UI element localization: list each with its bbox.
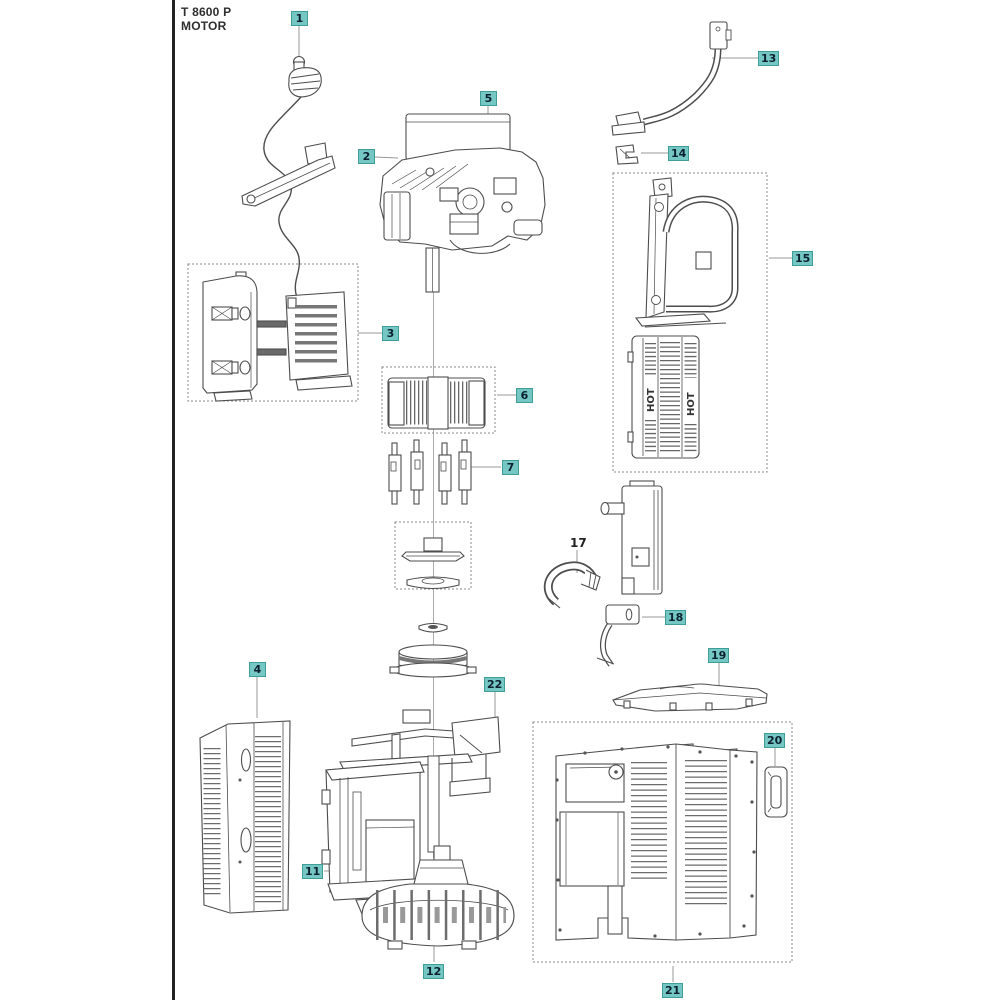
group-box-3 — [187, 263, 359, 402]
part-15-heat-shield: HOT HOT — [627, 335, 700, 459]
part-1-throttle-control — [263, 55, 322, 303]
canister — [600, 480, 663, 595]
group-box-21 — [532, 721, 793, 963]
standoff-rod — [458, 439, 472, 505]
callout-20[interactable]: 20 — [764, 733, 786, 748]
part-17-elbow-hose — [543, 561, 601, 609]
callout-17: 17 — [570, 536, 587, 550]
callout-13[interactable]: 13 — [758, 51, 780, 66]
callout-18[interactable]: 18 — [665, 610, 687, 625]
standoff-rod — [388, 442, 402, 505]
callout-5[interactable]: 5 — [480, 91, 497, 106]
group-boxes — [187, 172, 793, 963]
washer-and-drum — [389, 622, 477, 678]
diagram-title-section: MOTOR — [181, 19, 227, 33]
part-7-standoffs — [388, 439, 472, 505]
part-13-bent-rod — [611, 21, 732, 136]
muffler-bolt-fitting-top — [211, 306, 251, 321]
part-19-tray — [612, 683, 768, 712]
callout-3[interactable]: 3 — [382, 326, 399, 341]
pulley-hub-parts — [401, 537, 465, 590]
part-12-blower-fan — [361, 845, 515, 950]
callout-6[interactable]: 6 — [516, 388, 533, 403]
diagram-title-model: T 8600 P — [181, 5, 232, 19]
standoff-rod — [438, 442, 452, 505]
group-box-6 — [381, 366, 496, 434]
page-edge-line — [172, 0, 175, 1000]
panel-screws — [555, 745, 756, 938]
group-box-15 — [612, 172, 768, 473]
part-4-louvered-panel — [199, 720, 291, 914]
part-5-engine — [379, 113, 546, 293]
part-15-bracket-frame — [634, 177, 739, 328]
part-6-finned-cylinder — [387, 376, 486, 430]
fan-shaft — [427, 755, 440, 853]
callout-12[interactable]: 12 — [423, 964, 445, 979]
part-14-clip — [615, 144, 639, 165]
callout-2[interactable]: 2 — [358, 149, 375, 164]
callout-4[interactable]: 4 — [249, 662, 266, 677]
muffler-bolt-fitting-bottom — [211, 360, 251, 375]
part-3-muffler — [202, 271, 353, 402]
callout-1[interactable]: 1 — [291, 11, 308, 26]
part-20-handle — [764, 766, 788, 818]
hot-warning-text: HOT — [686, 392, 697, 416]
hot-warning-text: HOT — [646, 388, 657, 412]
callout-22[interactable]: 22 — [484, 677, 506, 692]
callout-11[interactable]: 11 — [302, 864, 324, 879]
callout-7[interactable]: 7 — [502, 460, 519, 475]
part-2-bracket-plate — [241, 142, 336, 207]
part-18-strap-bracket — [596, 604, 640, 667]
standoff-rod — [410, 439, 424, 505]
callout-19[interactable]: 19 — [708, 648, 730, 663]
part-21-rear-panel — [555, 743, 758, 941]
callout-21[interactable]: 21 — [662, 983, 684, 998]
callout-15[interactable]: 15 — [792, 251, 814, 266]
callout-14[interactable]: 14 — [668, 146, 690, 161]
